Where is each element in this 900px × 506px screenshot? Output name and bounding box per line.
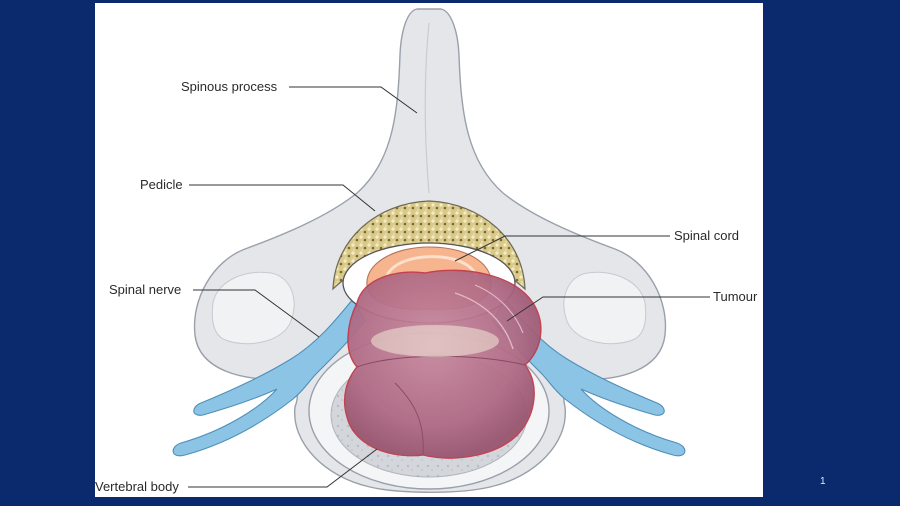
vertebra-illustration (172, 8, 710, 493)
right-spinal-nerve (492, 298, 686, 457)
left-spinal-nerve (172, 298, 366, 457)
label-pedicle: Pedicle (140, 177, 183, 192)
leader-pedicle (189, 184, 376, 212)
label-spinal-nerve: Spinal nerve (109, 282, 182, 297)
spinous-ridge (424, 22, 430, 194)
right-transverse-shading (563, 271, 647, 345)
label-tumour: Tumour (713, 289, 758, 304)
leader-spinal-cord (454, 235, 670, 262)
tumour-bone-texture (371, 325, 499, 357)
spinal-cord-highlight (385, 255, 479, 280)
label-spinal-cord: Spinal cord (674, 228, 740, 243)
tumour-mass (343, 269, 542, 459)
tumour-lobe-line-4 (474, 284, 524, 334)
slide-number: 1 (820, 476, 826, 487)
label-spinous-process: Spinous process (181, 79, 278, 94)
slide-panel (95, 3, 763, 497)
tumour-lobe-line-3 (454, 292, 514, 350)
leader-vertebral-body (188, 448, 378, 488)
leader-spinous-process (289, 86, 418, 114)
label-vertebral-body: Vertebral body (95, 479, 179, 494)
tumour-lobe-line-2 (394, 382, 424, 456)
leader-tumour (506, 296, 710, 322)
leader-spinal-nerve (193, 289, 320, 338)
